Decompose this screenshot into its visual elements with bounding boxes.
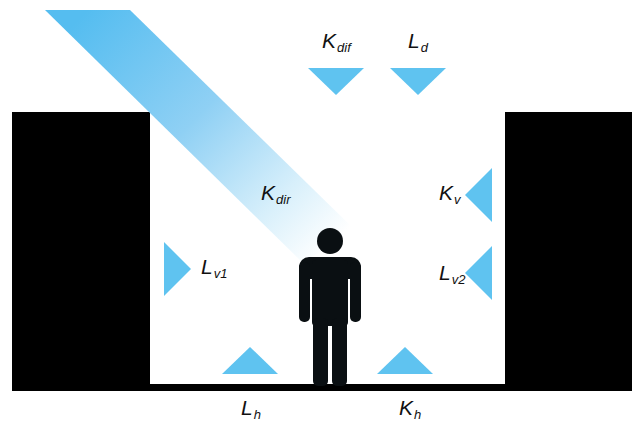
flux-subscript: d	[421, 41, 428, 54]
up-arrow-triangle	[377, 347, 433, 374]
flux-symbol: K	[322, 30, 336, 51]
flux-subscript: dif	[337, 41, 351, 54]
flux-symbol: L	[439, 262, 451, 283]
flux-subscript: v	[454, 193, 461, 206]
flux-subscript: v1	[214, 267, 228, 280]
flux-symbol: L	[201, 256, 213, 277]
flux-symbol: K	[261, 182, 275, 203]
person-figure	[299, 228, 361, 386]
flux-symbol: L	[241, 397, 253, 418]
down-arrow-triangle	[390, 68, 446, 95]
left-arrow-triangle	[465, 168, 492, 222]
flux-subscript: h	[414, 408, 421, 421]
flux-subscript: dir	[276, 193, 290, 206]
flux-symbol: K	[439, 182, 453, 203]
ground	[150, 384, 505, 391]
flux-triangles	[164, 68, 492, 374]
left-arrow-triangle	[465, 246, 492, 300]
up-arrow-triangle	[222, 347, 278, 374]
right-building	[505, 112, 632, 391]
flux-subscript: v2	[452, 273, 466, 286]
right-arrow-triangle	[164, 242, 191, 296]
left-building	[12, 112, 150, 391]
flux-symbol: L	[408, 30, 420, 51]
direct-beam	[45, 10, 357, 262]
flux-symbol: K	[399, 397, 413, 418]
down-arrow-triangle	[308, 68, 364, 95]
flux-subscript: h	[254, 408, 261, 421]
